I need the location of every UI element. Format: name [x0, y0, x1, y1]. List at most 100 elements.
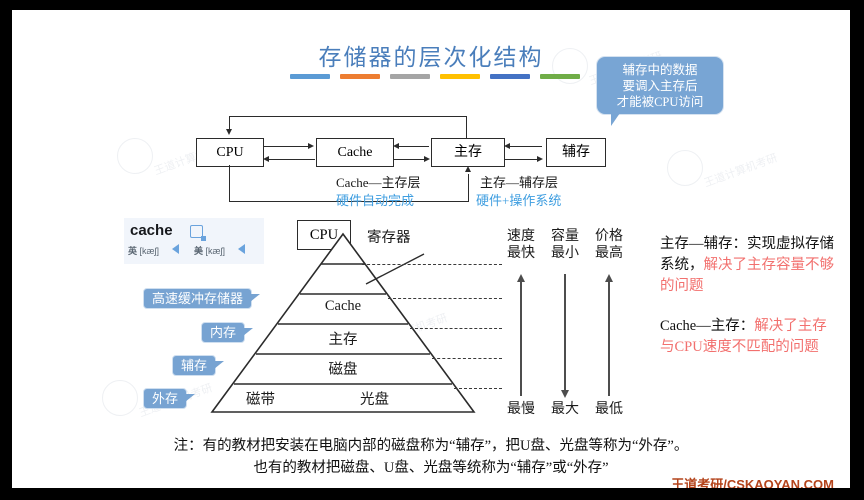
- bottom-note-line-2: 也有的教材把磁盘、U盘、光盘等统称为“辅存”或“外存”: [253, 460, 609, 476]
- callout-line-2: 要调入主存后: [622, 79, 698, 93]
- leader-line-cache: [388, 298, 502, 299]
- side-label-tail: [243, 328, 254, 336]
- arrowhead: [464, 166, 471, 172]
- color-bar-3: [390, 74, 430, 79]
- bypass-bottom-horizontal: [229, 201, 469, 203]
- metric-speed-arrowhead: [517, 274, 525, 282]
- leader-line-main: [410, 328, 502, 329]
- dictionary-word: cache: [130, 222, 173, 239]
- callout-tail: [611, 113, 620, 126]
- title-color-bars: [290, 74, 580, 79]
- watermark-ring: [117, 138, 153, 174]
- arrow-aux-to-main: [510, 146, 542, 148]
- arrow-main-to-cache: [399, 146, 429, 148]
- side-label-cache: 高速缓冲存储器: [143, 288, 261, 309]
- uk-phonetic-label: 英 [kæʃ]: [128, 244, 159, 257]
- dictionary-popup[interactable]: cache 英 [kæʃ] 美 [kæʃ]: [124, 218, 264, 264]
- arrowhead: [504, 142, 510, 149]
- label-main-aux-sub: 硬件+操作系统: [476, 193, 562, 208]
- arrowhead: [424, 155, 430, 162]
- bypass-top-vertical-right: [466, 116, 468, 139]
- metric-capacity-arrow: [564, 274, 566, 390]
- side-label-tail: [185, 394, 196, 402]
- side-label-memory-text: 内存: [210, 325, 237, 340]
- page-title: 存储器的层次化结构: [318, 45, 544, 70]
- bypass-bottom-vertical-left: [229, 165, 231, 202]
- arrow-cpu-to-cache: [263, 146, 309, 148]
- diagram-box-main: 主存: [431, 138, 505, 167]
- side-label-cache-text: 高速缓冲存储器: [152, 291, 244, 306]
- callout-aux-storage: 辅存中的数据 要调入主存后 才能被CPU访问: [596, 56, 724, 126]
- pyramid-level-optical: 光盘: [360, 392, 389, 408]
- side-label-external-text: 外存: [152, 391, 179, 406]
- arrowhead: [225, 129, 232, 135]
- copy-icon[interactable]: [190, 225, 206, 241]
- memory-flow-diagram: CPU Cache 主存 辅存 Cache—主存层 硬件自: [188, 114, 608, 210]
- arrowhead: [537, 155, 543, 162]
- note-main-aux-black: 主存—辅存：实现虚拟存储系统，: [660, 236, 834, 273]
- color-bar-1: [290, 74, 330, 79]
- metric-speed-top: 最快: [507, 246, 535, 261]
- callout-line-3: 才能被CPU访问: [616, 95, 704, 109]
- watermark-ring: [102, 380, 138, 416]
- diagram-box-aux: 辅存: [546, 138, 606, 167]
- color-bar-6: [540, 74, 580, 79]
- leader-line-register: [362, 264, 502, 265]
- pyramid-level-cache: Cache: [324, 298, 362, 314]
- color-bar-2: [340, 74, 380, 79]
- uk-label: 英: [128, 246, 138, 256]
- metric-speed-head: 速度 最快: [501, 228, 541, 262]
- us-phonetic-label: 美 [kæʃ]: [194, 244, 225, 257]
- leader-line-tape: [454, 388, 502, 389]
- metric-capacity-head: 容量 最小: [545, 228, 585, 262]
- metric-speed-name: 速度: [507, 229, 535, 244]
- arrowhead: [393, 142, 399, 149]
- label-cache-main-sub: 硬件自动完成: [336, 193, 415, 208]
- label-main-aux-layer: 主存—辅存层: [480, 175, 559, 190]
- side-label-memory: 内存: [201, 322, 254, 343]
- pyramid-shape: [210, 232, 476, 413]
- arrowhead: [263, 155, 269, 162]
- arrow-cache-to-main: [393, 159, 425, 161]
- metric-capacity-name: 容量: [551, 229, 579, 244]
- diagram-box-cpu: CPU: [196, 138, 264, 167]
- side-label-tail: [214, 361, 225, 369]
- us-label: 美: [194, 246, 204, 256]
- uk-phonetic: [kæʃ]: [139, 246, 160, 256]
- metric-price-head: 价格 最高: [589, 228, 629, 262]
- arrow-cache-to-cpu: [269, 159, 315, 161]
- speaker-icon-us[interactable]: [238, 244, 245, 254]
- speaker-icon-uk[interactable]: [172, 244, 179, 254]
- metric-speed-bottom: 最慢: [507, 402, 535, 417]
- callout-line-1: 辅存中的数据: [622, 63, 698, 77]
- pyramid-level-tape: 磁带: [246, 392, 275, 408]
- note-main-aux: 主存—辅存：实现虚拟存储系统，解决了主存容量不够的问题: [660, 234, 835, 297]
- color-bar-5: [490, 74, 530, 79]
- bypass-top-horizontal: [229, 116, 467, 118]
- side-label-external: 外存: [143, 388, 196, 409]
- side-label-aux-text: 辅存: [181, 358, 208, 373]
- side-label-tail: [250, 294, 261, 302]
- note-cache-main-black: Cache—主存：: [660, 318, 755, 334]
- leader-line-disk: [432, 358, 502, 359]
- slide-canvas: 王道计算机考研 王道计算机考研 王道计算机考研 王道计算机考研 王道计算机考研 …: [12, 10, 850, 488]
- metric-capacity-arrowhead: [561, 390, 569, 398]
- label-cache-main-layer: Cache—主存层: [336, 175, 421, 190]
- watermark-ring: [667, 150, 703, 186]
- diagram-box-cache: Cache: [316, 138, 394, 167]
- side-label-aux: 辅存: [172, 355, 225, 376]
- note-main-aux-red: 解决了主存容量不够的问题: [660, 257, 834, 294]
- arrow-main-to-aux: [504, 159, 538, 161]
- metric-price-top: 最高: [595, 246, 623, 261]
- note-cache-main-red: 解决了主存与CPU速度不匹配的问题: [660, 318, 827, 355]
- bypass-top-vertical-left: [229, 116, 231, 130]
- bottom-note-line-1: 注：有的教材把安装在电脑内部的磁盘称为“辅存”，把U盘、光盘等称为“外存”。: [173, 438, 689, 454]
- metric-capacity-top: 最小: [551, 246, 579, 261]
- metric-price-name: 价格: [595, 229, 623, 244]
- arrowhead: [308, 142, 314, 149]
- metric-capacity-bottom: 最大: [551, 402, 579, 417]
- footer-brand: 王道考研/CSKAOYAN.COM: [671, 477, 834, 488]
- metric-price-arrow: [608, 280, 610, 396]
- bypass-bottom-vertical-right: [468, 174, 470, 202]
- memory-hierarchy-pyramid: Cache 主存 磁盘 磁带 光盘: [208, 232, 478, 414]
